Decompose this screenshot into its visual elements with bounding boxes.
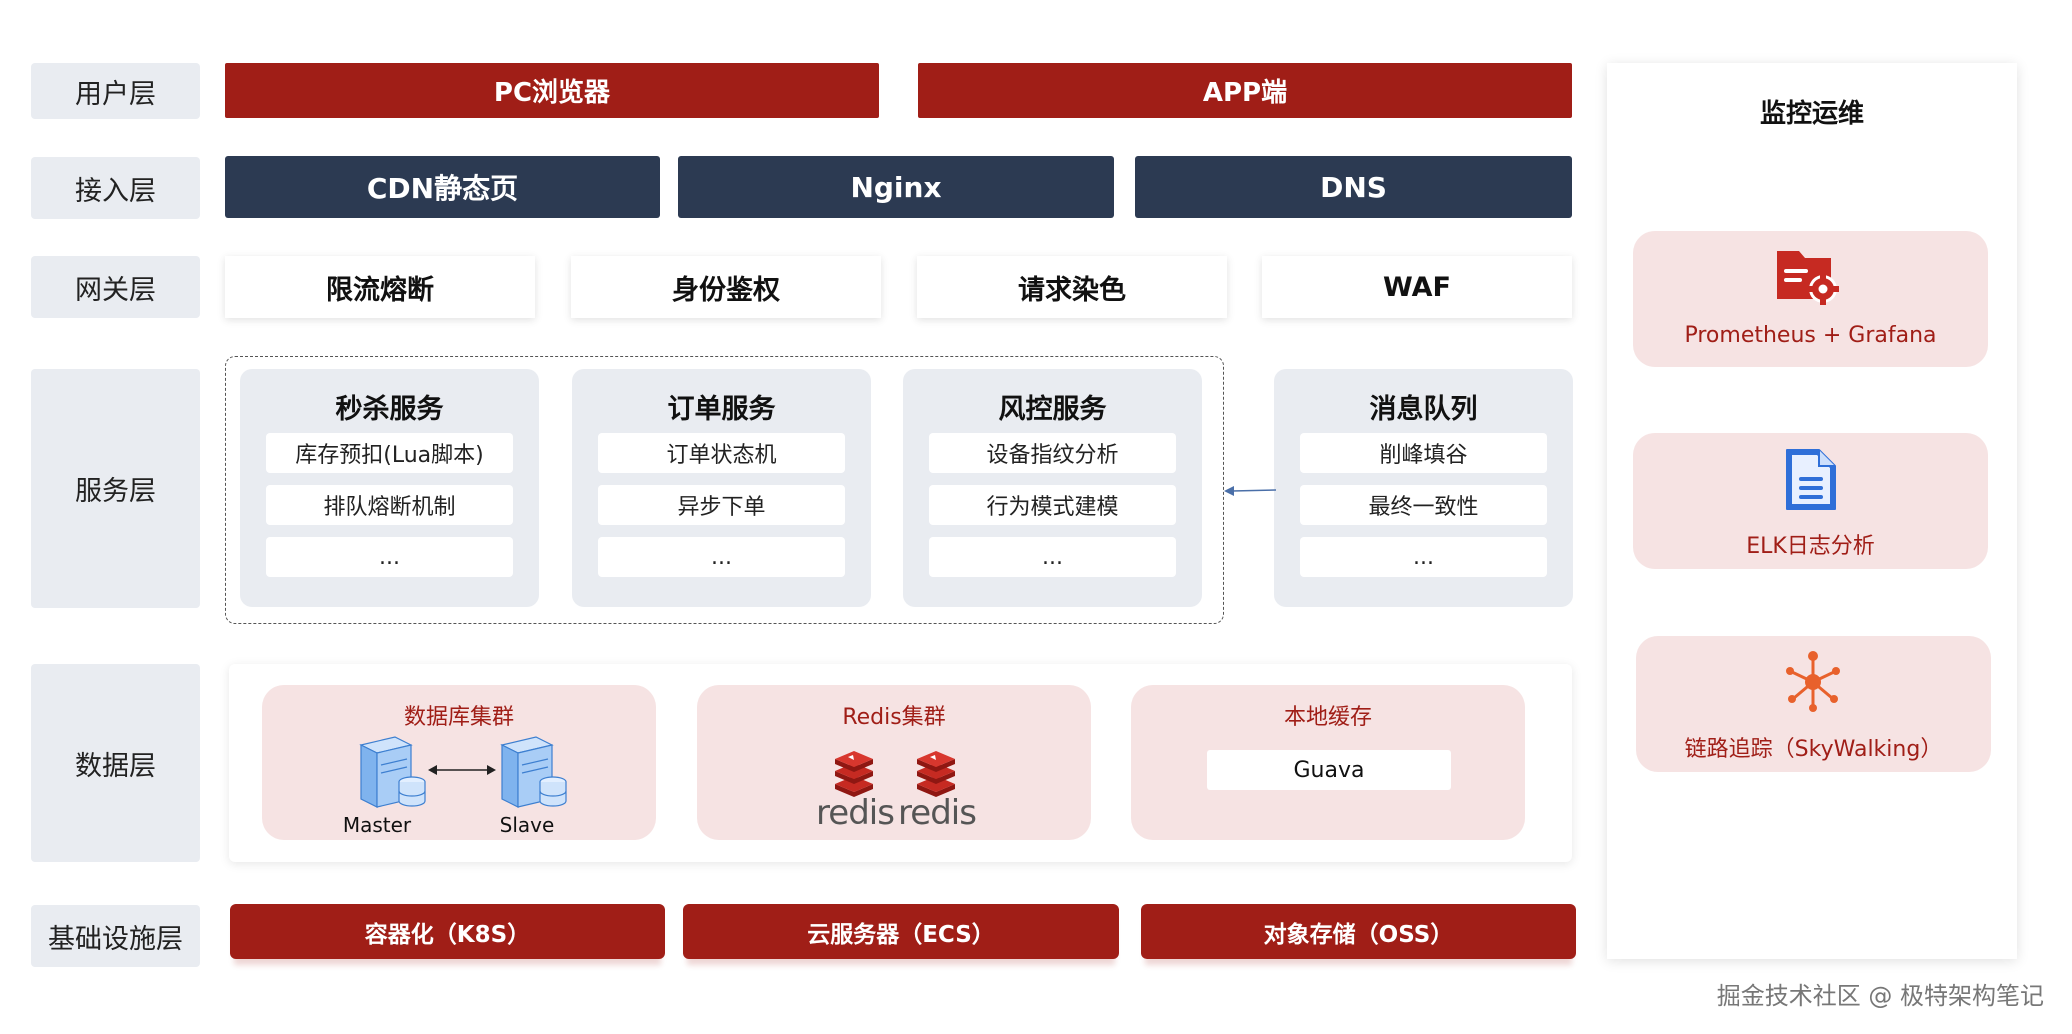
rate-limit-box: 限流熔断	[225, 256, 535, 318]
pc-browser-box: PC浏览器	[225, 63, 879, 118]
database-icon	[539, 776, 567, 807]
local-cache-card: 本地缓存 Guava	[1131, 685, 1525, 840]
monitor-card-skywalking: 链路追踪（SkyWalking）	[1636, 636, 1991, 772]
service-item: 库存预扣(Lua脚本)	[266, 433, 513, 473]
local-cache-title: 本地缓存	[1283, 705, 1372, 730]
cdn-box: CDN静态页	[225, 156, 660, 218]
database-icon	[398, 776, 426, 807]
auth-box: 身份鉴权	[571, 256, 881, 318]
service-item: 削峰填谷	[1300, 433, 1547, 473]
watermark: 掘金技术社区 @ 极特架构笔记	[1716, 982, 2044, 1010]
redis-cluster-card: Redis集群 redis redis	[697, 685, 1091, 840]
redis-icon	[835, 751, 873, 797]
monitor-label: ELK日志分析	[1746, 534, 1875, 559]
service-card-risk: 风控服务 设备指纹分析 行为模式建模 ...	[903, 369, 1202, 607]
layer-label-service: 服务层	[31, 369, 200, 608]
service-item: ...	[929, 537, 1176, 577]
network-node-icon	[1786, 651, 1840, 712]
monitor-card-elk: ELK日志分析	[1633, 433, 1988, 569]
request-dye-box: 请求染色	[917, 256, 1227, 318]
redis-icon	[917, 751, 955, 797]
monitoring-panel: 监控运维 Prometheus + Grafana ELK日志分析	[1607, 63, 2017, 959]
service-item: 设备指纹分析	[929, 433, 1176, 473]
redis-logo-text: redis	[898, 793, 977, 833]
service-title: 订单服务	[667, 394, 776, 425]
layer-label-gateway: 网关层	[31, 256, 200, 318]
service-item: ...	[1300, 537, 1547, 577]
service-title: 风控服务	[998, 394, 1107, 425]
replication-arrow	[428, 765, 496, 775]
layer-label-access: 接入层	[31, 157, 200, 219]
guava-box: Guava	[1207, 750, 1451, 790]
ecs-box: 云服务器（ECS）	[683, 904, 1119, 959]
service-title: 秒杀服务	[335, 394, 444, 425]
dns-box: DNS	[1135, 156, 1572, 218]
folder-gear-icon	[1777, 251, 1839, 305]
core-services-group	[225, 356, 1224, 624]
mq-to-services-arrow	[1224, 486, 1277, 496]
monitoring-title: 监控运维	[1759, 99, 1864, 129]
master-label: Master	[342, 813, 412, 837]
monitor-label: 链路追踪（SkyWalking）	[1684, 737, 1943, 762]
db-cluster-title: 数据库集群	[403, 705, 514, 730]
db-cluster-card: 数据库集群 Master Slave	[262, 685, 656, 840]
redis-cluster-title: Redis集群	[842, 705, 946, 730]
service-item: 排队熔断机制	[266, 485, 513, 525]
oss-box: 对象存储（OSS）	[1141, 904, 1576, 959]
layer-label-data: 数据层	[31, 664, 200, 862]
document-icon	[1786, 449, 1836, 510]
app-client-box: APP端	[918, 63, 1572, 118]
layer-label-infra: 基础设施层	[31, 905, 200, 967]
service-item: 订单状态机	[598, 433, 845, 473]
service-card-seckill: 秒杀服务 库存预扣(Lua脚本) 排队熔断机制 ...	[240, 369, 539, 607]
service-title: 消息队列	[1369, 394, 1478, 425]
service-card-order: 订单服务 订单状态机 异步下单 ...	[572, 369, 871, 607]
monitor-card-prometheus: Prometheus + Grafana	[1633, 231, 1988, 367]
slave-label: Slave	[499, 813, 555, 837]
service-item: ...	[266, 537, 513, 577]
service-card-mq: 消息队列 削峰填谷 最终一致性 ...	[1274, 369, 1573, 607]
service-item: ...	[598, 537, 845, 577]
waf-box: WAF	[1262, 256, 1572, 318]
service-item: 最终一致性	[1300, 485, 1547, 525]
monitor-label: Prometheus + Grafana	[1684, 323, 1937, 348]
nginx-box: Nginx	[678, 156, 1114, 218]
service-item: 异步下单	[598, 485, 845, 525]
k8s-box: 容器化（K8S）	[230, 904, 665, 959]
redis-logo-text: redis	[816, 793, 895, 833]
layer-label-user: 用户层	[31, 63, 200, 119]
service-item: 行为模式建模	[929, 485, 1176, 525]
